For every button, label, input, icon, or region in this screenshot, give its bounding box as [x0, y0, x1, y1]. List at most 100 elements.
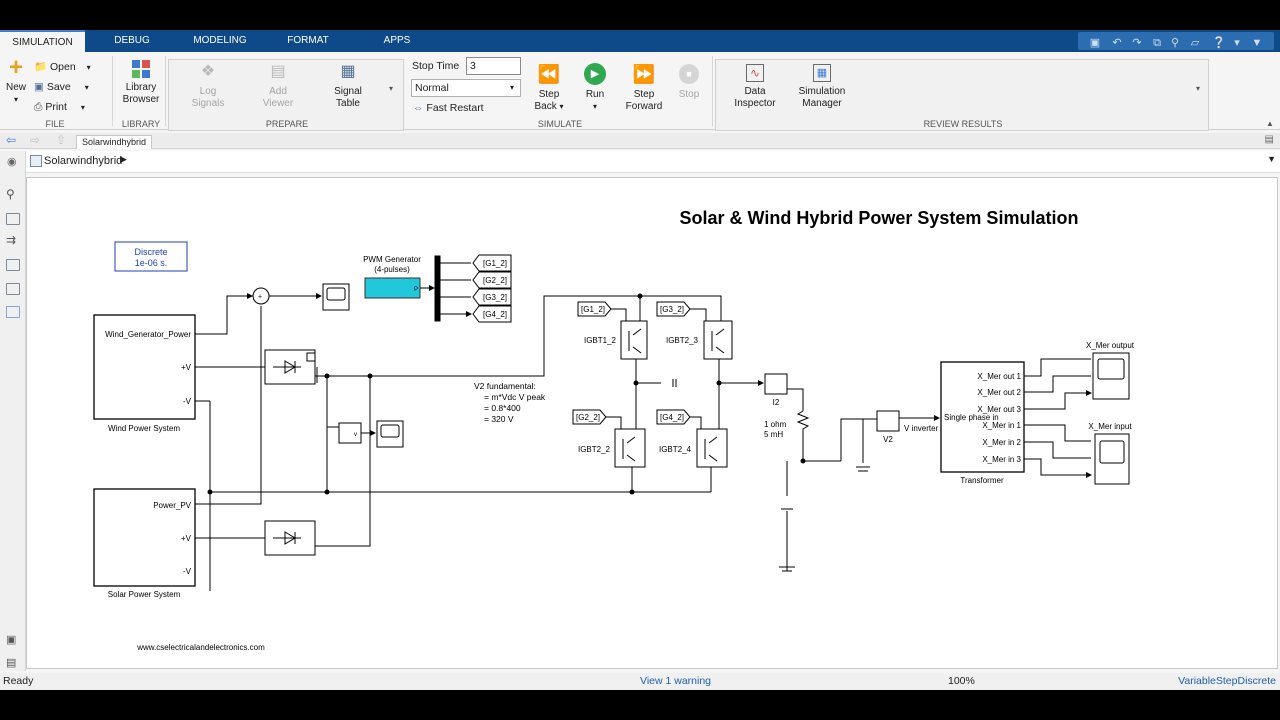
- igbt-2-3[interactable]: [703, 320, 733, 360]
- log-signals-button[interactable]: ❖ Log Signals: [185, 64, 231, 110]
- screenshot-icon[interactable]: ▣: [6, 634, 17, 646]
- chevron-down-icon: ▾: [86, 63, 91, 72]
- add-viewer-button[interactable]: ▤ Add Viewer: [255, 64, 301, 110]
- note-line-1: V2 fundamental:: [474, 381, 536, 391]
- chevron-down-icon: ▾: [592, 102, 597, 111]
- search-icon[interactable]: ⚲: [1170, 37, 1180, 49]
- load-label-2: 5 mH: [764, 430, 783, 439]
- wind-power-system-block[interactable]: Wind_Generator_Power +V -V Wind Power Sy…: [93, 314, 196, 433]
- comment-icon[interactable]: ▱: [1190, 37, 1200, 49]
- wind-minus-label: -V: [183, 397, 192, 406]
- igbt-2-4[interactable]: [696, 428, 728, 468]
- step-back-icon: ⏪: [537, 64, 561, 84]
- step-forward-icon: ⏩: [632, 64, 656, 84]
- tab-modeling[interactable]: MODELING: [193, 35, 247, 46]
- fit-to-view-icon[interactable]: [6, 213, 20, 225]
- open-button[interactable]: 📁 Open ▾: [34, 59, 91, 75]
- collapse-ribbon-icon[interactable]: ▼: [1251, 37, 1263, 49]
- stop-button[interactable]: ■ Stop: [672, 63, 706, 101]
- igbt-2-2[interactable]: [614, 428, 646, 468]
- chevron-down-icon: ▾: [13, 95, 18, 104]
- prepare-gallery: ❖ Log Signals ▤ Add Viewer ▦ Signal Tabl…: [168, 59, 404, 131]
- chevron-down-icon[interactable]: ▾: [389, 84, 394, 93]
- copy-icon[interactable]: ⧉: [1153, 37, 1161, 49]
- transformer-block[interactable]: Single phase in X_Mer out 1 X_Mer out 2 …: [940, 361, 1025, 485]
- zoom-icon[interactable]: ⚲: [6, 187, 15, 201]
- menu-icon[interactable]: ▤: [1264, 134, 1274, 145]
- simulate-group-label: SIMULATE: [537, 119, 583, 129]
- goto-tags[interactable]: [G1_2] [G2_2] [G3_2] [G4_2]: [472, 254, 512, 323]
- divider: [165, 56, 166, 126]
- breadcrumb[interactable]: Solarwindhybrid: [44, 155, 123, 167]
- power-scope[interactable]: [322, 283, 350, 311]
- plus-icon: +: [8, 54, 23, 81]
- tab-simulation[interactable]: SIMULATION: [0, 30, 85, 52]
- signal-table-button[interactable]: ▦ Signal Table: [325, 64, 371, 110]
- simulation-mode-select[interactable]: Normal▾: [411, 79, 521, 97]
- v2-measurement-block[interactable]: [876, 410, 900, 432]
- forward-arrow-icon[interactable]: ⇨: [30, 133, 41, 147]
- svg-text:V2: V2: [883, 435, 893, 444]
- stop-time-input[interactable]: 3: [466, 57, 521, 75]
- chevron-down-icon[interactable]: ▾: [1234, 37, 1240, 49]
- svg-text:[G3_2]: [G3_2]: [483, 293, 507, 302]
- output-scope[interactable]: X_Mer output: [1086, 341, 1135, 400]
- svg-text:[G3_2]: [G3_2]: [660, 305, 684, 314]
- tab-debug[interactable]: DEBUG: [114, 35, 150, 46]
- chevron-down-icon[interactable]: ▼: [1267, 154, 1276, 164]
- redo-icon[interactable]: ↷: [1132, 37, 1142, 49]
- breadcrumb-arrow-icon[interactable]: ▶: [120, 154, 127, 164]
- chevron-down-icon: ▾: [80, 103, 85, 112]
- save-button[interactable]: ▣ Save ▾: [34, 79, 89, 95]
- step-back-button[interactable]: ⏪ Step Back ▾: [528, 63, 570, 113]
- pwm-generator-block[interactable]: [364, 277, 421, 299]
- hide-browser-icon[interactable]: ◉: [7, 156, 17, 168]
- tab-apps[interactable]: APPS: [383, 35, 411, 46]
- help-icon[interactable]: ❔: [1212, 37, 1226, 49]
- print-button[interactable]: ⎙ Print ▾: [34, 99, 85, 115]
- chevron-down-icon[interactable]: ▾: [1196, 84, 1201, 93]
- save-icon[interactable]: ▣: [1089, 37, 1101, 49]
- powergui-block[interactable]: Discrete 1e-06 s.: [114, 241, 188, 272]
- dc-scope[interactable]: [376, 420, 404, 448]
- from-tags[interactable]: [G1_2] [G3_2] [G2_2] [G4_2]: [572, 301, 691, 425]
- step-forward-button[interactable]: ⏩ Step Forward: [622, 63, 666, 113]
- area-icon[interactable]: [6, 306, 20, 318]
- model-tab[interactable]: Solarwindhybrid: [76, 135, 153, 149]
- simulink-window: SIMULATION DEBUG MODELING FORMAT APPS ▣ …: [0, 30, 1280, 693]
- undo-icon[interactable]: ↶: [1112, 37, 1122, 49]
- up-arrow-icon[interactable]: ⇧: [56, 133, 67, 147]
- zoom-level[interactable]: 100%: [948, 675, 975, 687]
- voltage-measurement-block[interactable]: [338, 422, 362, 444]
- fast-restart-toggle[interactable]: ⇔ Fast Restart: [413, 100, 484, 116]
- igbt-1-2[interactable]: [620, 320, 648, 360]
- solar-plus-label: +V: [181, 534, 192, 543]
- new-label: New: [5, 82, 26, 93]
- run-button[interactable]: ▶ Run ▾: [578, 63, 612, 113]
- svg-text:X_Mer out 1: X_Mer out 1: [977, 372, 1021, 381]
- svg-text:I2: I2: [773, 398, 780, 407]
- new-button[interactable]: + New ▾: [4, 56, 28, 110]
- library-browser-button[interactable]: Library Browser: [118, 60, 164, 106]
- data-inspector-button[interactable]: ∿ Data Inspector: [730, 64, 780, 110]
- image-icon[interactable]: [6, 283, 20, 295]
- tab-format[interactable]: FORMAT: [287, 35, 329, 46]
- model-canvas[interactable]: Solar & Wind Hybrid Power System Simulat…: [26, 177, 1278, 669]
- current-measurement-block[interactable]: [764, 373, 788, 395]
- collapse-icon[interactable]: ▲: [1266, 119, 1274, 128]
- properties-icon[interactable]: ▤: [6, 657, 17, 669]
- svg-text:[G2_2]: [G2_2]: [576, 413, 600, 422]
- step-back-label-1: Step: [538, 89, 560, 100]
- powergui-line-2: 1e-06 s.: [135, 258, 168, 268]
- solar-power-system-block[interactable]: Power_PV +V -V Solar Power System: [93, 488, 196, 599]
- printer-icon: ⎙: [34, 101, 43, 113]
- back-arrow-icon[interactable]: ⇦: [6, 133, 17, 147]
- input-scope[interactable]: X_Mer input: [1088, 422, 1132, 485]
- note-line-2: = m*Vdc V peak: [484, 392, 546, 402]
- solver-link[interactable]: VariableStepDiscrete: [1178, 675, 1276, 687]
- warning-link[interactable]: View 1 warning: [640, 675, 712, 687]
- arrange-icon[interactable]: ⇉: [6, 233, 17, 247]
- annotation-icon[interactable]: [6, 259, 20, 271]
- navigation-bar: ⇦ ⇨ ⇧ Solarwindhybrid ▤: [0, 133, 1280, 149]
- simulation-manager-button[interactable]: ▦ Simulation Manager: [794, 64, 850, 110]
